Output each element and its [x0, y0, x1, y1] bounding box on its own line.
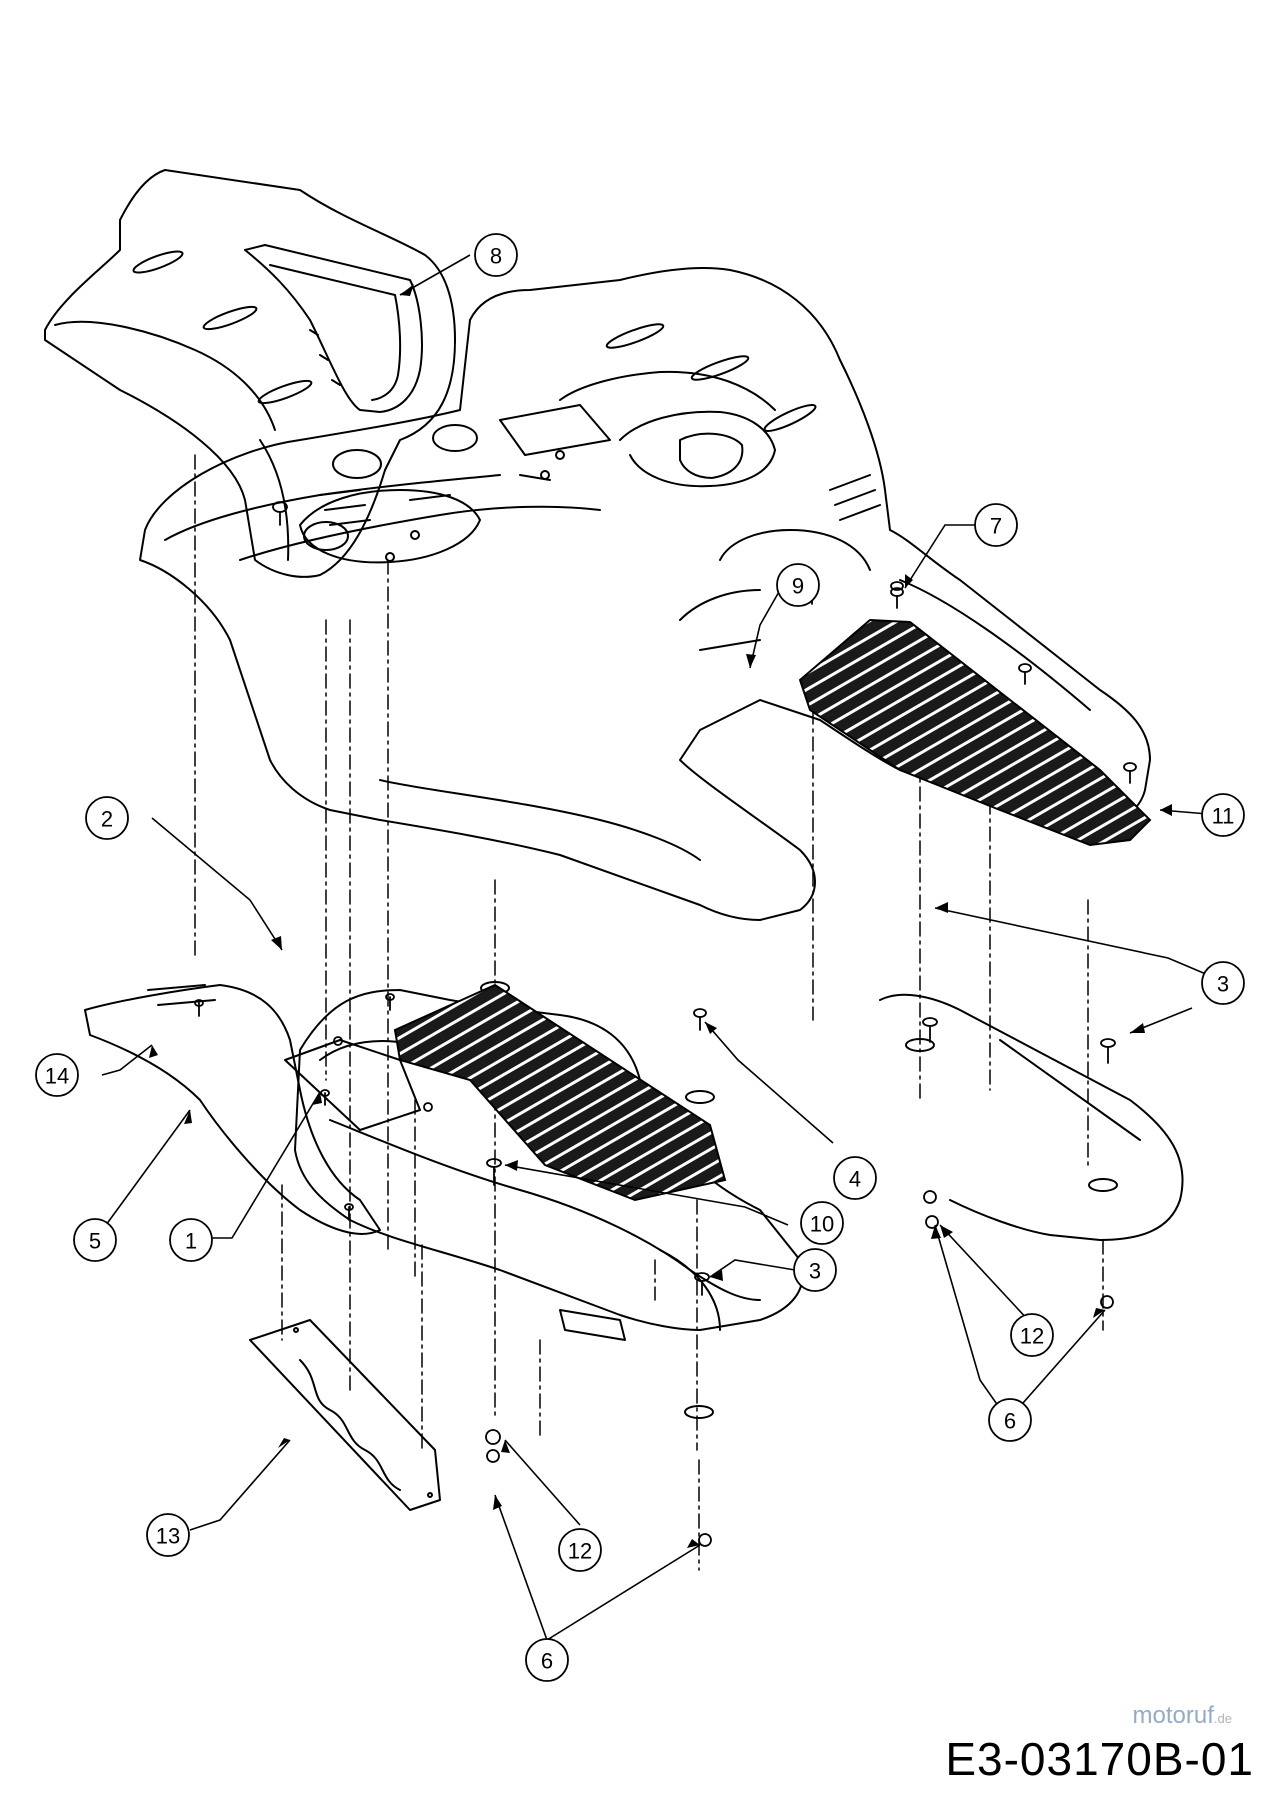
callout-1: 1 [169, 1218, 213, 1262]
body-housing-part [139, 267, 1151, 1419]
svg-text:13: 13 [156, 1524, 180, 1549]
svg-text:10: 10 [810, 1212, 834, 1237]
assembly-lines [194, 454, 1104, 1571]
callout-13: 13 [146, 1513, 190, 1557]
svg-text:6: 6 [541, 1649, 553, 1674]
callout-8: 8 [474, 233, 518, 277]
callout-12-left: 12 [558, 1528, 602, 1572]
callout-5: 5 [73, 1218, 117, 1262]
callout-6-right: 6 [988, 1398, 1032, 1442]
fasteners [194, 501, 1137, 1547]
side-panel-part [84, 984, 421, 1235]
callout-4: 4 [833, 1156, 877, 1200]
callout-3-middle: 3 [793, 1248, 837, 1292]
diagram-code: E3-03170B-01 [945, 1733, 1254, 1785]
floor-mat-11-part [798, 618, 1152, 847]
leader-lines [94, 254, 1221, 1641]
svg-text:1: 1 [185, 1229, 197, 1254]
floor-mat-10-part [393, 983, 727, 1202]
svg-text:12: 12 [1020, 1324, 1044, 1349]
svg-text:14: 14 [45, 1064, 69, 1089]
svg-text:12: 12 [568, 1539, 592, 1564]
svg-text:4: 4 [849, 1167, 861, 1192]
callout-14: 14 [35, 1053, 79, 1097]
callout-12-right: 12 [1010, 1313, 1054, 1357]
svg-text:9: 9 [792, 574, 804, 599]
callout-11: 11 [1201, 793, 1245, 837]
watermark-logo: motoruf.de [1133, 1702, 1232, 1730]
svg-text:11: 11 [1212, 804, 1235, 829]
callout-10: 10 [800, 1201, 844, 1245]
arrowheads [149, 284, 1172, 1548]
svg-text:3: 3 [809, 1259, 821, 1284]
svg-text:8: 8 [490, 244, 502, 269]
callouts: 8 7 9 2 11 3 14 4 5 1 10 3 12 6 13 12 6 … [35, 233, 1245, 1682]
svg-text:3: 3 [1217, 972, 1229, 997]
callout-9: 9 [776, 563, 820, 607]
callout-3-right: 3 [1201, 961, 1245, 1005]
callout-6-left: 6 [525, 1638, 569, 1682]
watermark-text: motoruf [1132, 1702, 1214, 1729]
svg-text:2: 2 [101, 807, 113, 832]
callout-7: 7 [974, 503, 1018, 547]
svg-text:6: 6 [1004, 1409, 1016, 1434]
watermark-tld: .de [1213, 1711, 1232, 1726]
svg-text:5: 5 [89, 1229, 101, 1254]
shield-plate-part [249, 1319, 441, 1511]
callout-2: 2 [85, 796, 129, 840]
svg-text:7: 7 [990, 514, 1002, 539]
fender-cover-part [44, 169, 456, 578]
